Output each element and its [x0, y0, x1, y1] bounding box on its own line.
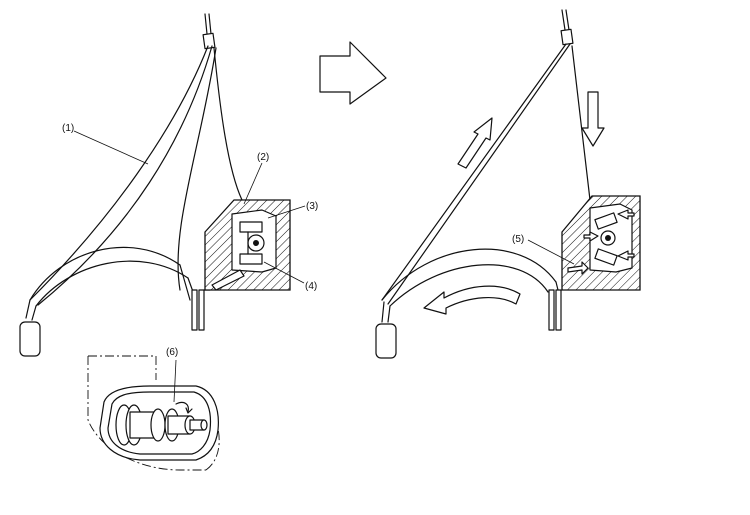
- left-mount-post: [191, 289, 211, 331]
- down-arrow-icon: [581, 91, 605, 147]
- left-wiper-assembly: (1) (2) (3) (4): [19, 13, 318, 357]
- leader-1: [73, 130, 149, 165]
- left-arm-top: [202, 13, 216, 50]
- leader-6: [173, 359, 177, 403]
- callout-6: (6): [166, 347, 178, 358]
- leader-3: [267, 205, 306, 219]
- leader-4: [263, 261, 305, 284]
- leader-2: [243, 162, 263, 205]
- left-pump-housing: [204, 199, 291, 291]
- up-arrow-icon: [457, 117, 493, 169]
- right-blade-element: [381, 43, 591, 307]
- right-pump-housing: [561, 195, 641, 291]
- left-wire: [213, 47, 243, 201]
- right-arm-top: [560, 9, 574, 46]
- callout-5: (5): [512, 234, 524, 245]
- left-end-clip: [19, 299, 41, 357]
- callout-2: (2): [257, 152, 269, 163]
- curved-left-arrow-icon: [423, 285, 521, 315]
- roller-assembly: [115, 401, 208, 446]
- left-blade-element: [29, 45, 217, 307]
- callout-3: (3): [306, 201, 318, 212]
- right-arrow-icon: [319, 41, 387, 105]
- callout-4: (4): [305, 281, 317, 292]
- right-wiper-assembly: (5): [375, 9, 641, 359]
- leader-5: [527, 239, 575, 265]
- callout-1: (1): [62, 123, 74, 134]
- right-end-clip: [375, 301, 397, 359]
- right-mount-post: [548, 289, 562, 331]
- detail-inset: (6): [87, 347, 220, 471]
